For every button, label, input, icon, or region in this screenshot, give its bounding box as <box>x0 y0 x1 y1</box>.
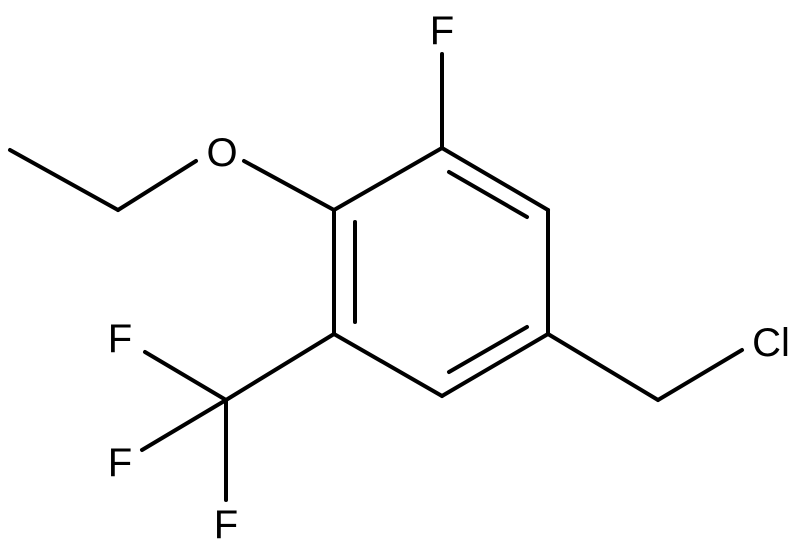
bond-c6-o <box>242 159 336 212</box>
bond-c5-cf3 <box>224 332 336 402</box>
atom-label-fluorine-cf3-left: F <box>108 441 132 485</box>
bond-ch2-cl <box>656 348 744 402</box>
bond-cf3-f-upper <box>143 350 228 402</box>
bond-ch2-ch3 <box>8 148 120 212</box>
bond-ring-c1-c2 <box>440 146 550 212</box>
bond-ring-inner-upper-right <box>447 170 529 219</box>
bond-o-ch2 <box>116 159 198 212</box>
bond-c3-ch2cl <box>546 332 660 402</box>
bond-ring-c3-c4 <box>440 332 550 398</box>
atom-label-fluorine-top: F <box>430 9 454 53</box>
bond-ring-c4-c5 <box>332 332 444 398</box>
atom-label-oxygen: O <box>206 131 237 175</box>
atom-label-chlorine: Cl <box>752 321 790 365</box>
bond-ring-c6-c1 <box>332 146 444 212</box>
atom-label-fluorine-cf3-upper: F <box>108 317 132 361</box>
bond-ring-inner-lower-right <box>447 325 529 374</box>
bond-cf3-f-left <box>140 398 228 452</box>
atom-label-fluorine-cf3-lower: F <box>214 503 238 547</box>
